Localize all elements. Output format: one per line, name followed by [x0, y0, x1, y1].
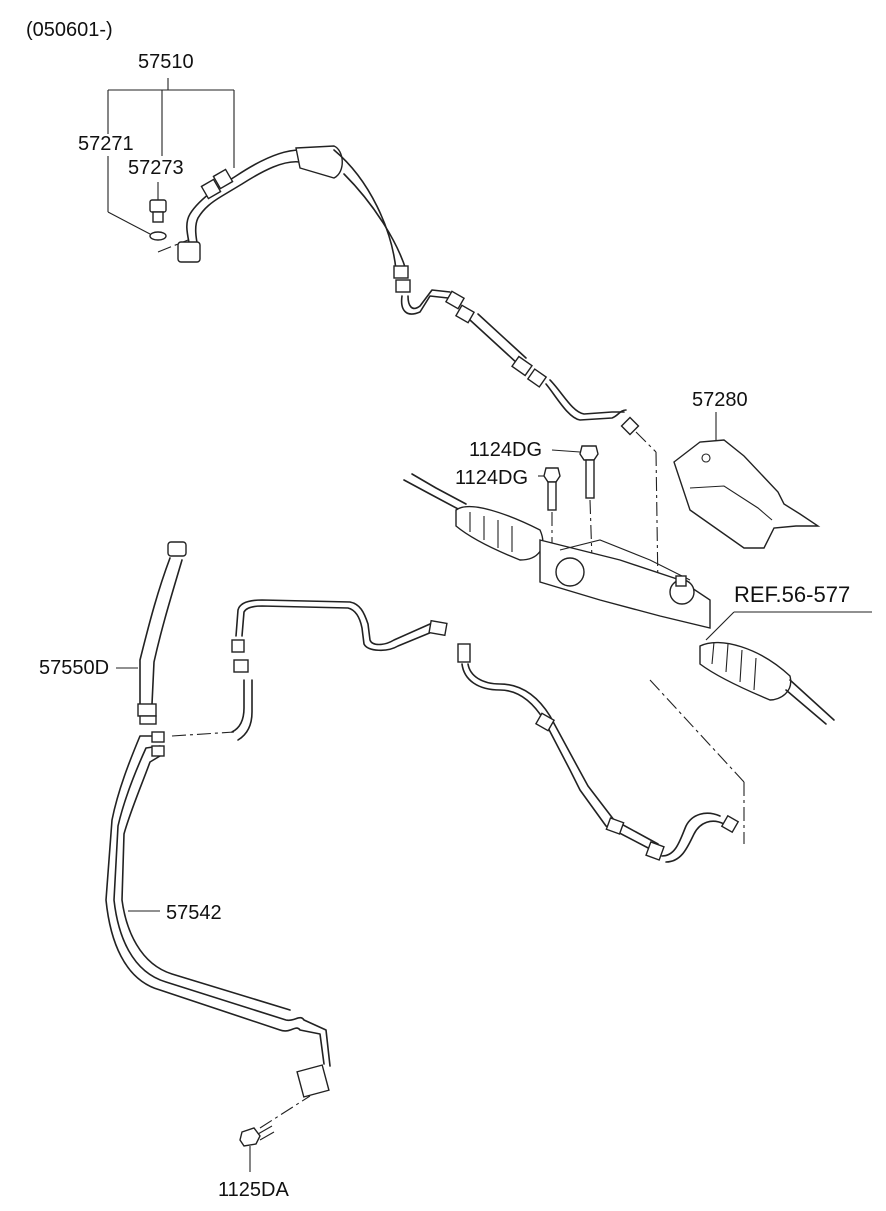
steering-gear-rack	[403, 473, 872, 725]
leader-57510	[107, 78, 235, 235]
o-ring-57271-icon	[149, 231, 167, 241]
dash-hose-rack	[635, 431, 657, 453]
bolt-1125da-icon	[239, 1125, 275, 1172]
heat-shield-57280	[673, 412, 821, 549]
dash-rack-vertical	[655, 451, 659, 591]
part-label-57542[interactable]: 57542	[166, 902, 222, 924]
reference-label[interactable]: REF.56-577	[734, 582, 851, 607]
part-label-1124dg-upper[interactable]: 1124DG	[469, 439, 543, 461]
return-tube-57542	[105, 599, 740, 1098]
dash-tube-rack	[649, 679, 745, 783]
part-label-57510[interactable]: 57510	[138, 51, 194, 73]
part-label-57271[interactable]: 57271	[78, 133, 134, 155]
pressure-hose-57510	[177, 145, 640, 436]
part-label-1124dg-lower[interactable]: 1124DG	[455, 467, 529, 489]
bolts-1124dg	[538, 445, 599, 561]
part-label-57550d[interactable]: 57550D	[39, 657, 110, 679]
dash-clip-bolt	[259, 1095, 311, 1129]
date-range-label: (050601-)	[26, 19, 113, 41]
fitting-bolt-57273-icon	[149, 199, 167, 223]
part-label-1125da[interactable]: 1125DA	[218, 1179, 289, 1201]
dash-hose-tube	[171, 731, 235, 737]
part-label-57273[interactable]: 57273	[128, 157, 184, 179]
part-label-57280[interactable]: 57280	[692, 389, 748, 411]
return-hose-57550d	[116, 541, 187, 725]
